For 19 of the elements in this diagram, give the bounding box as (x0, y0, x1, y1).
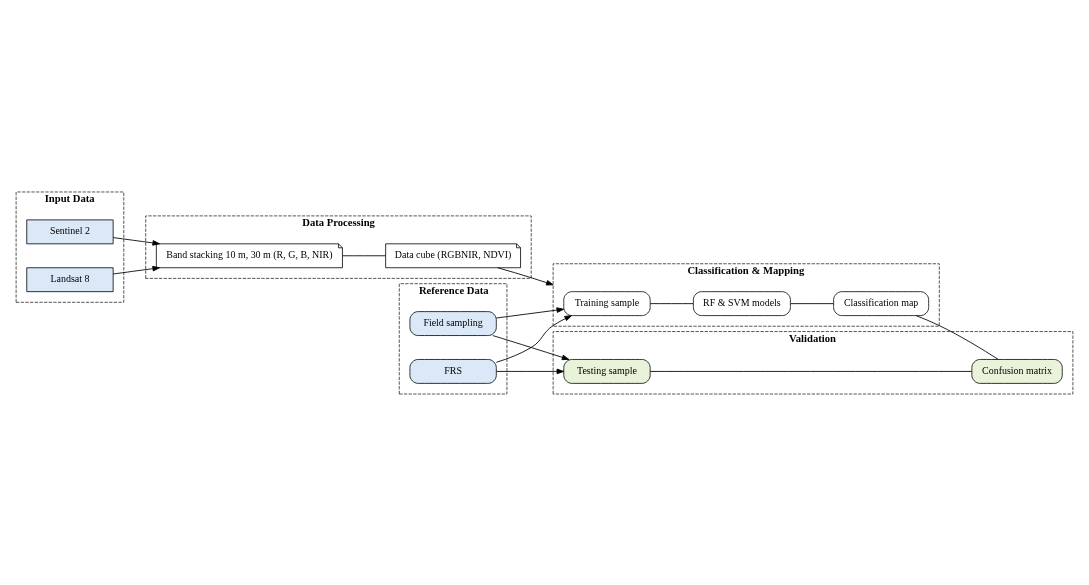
node-box: Testing sample (563, 358, 651, 384)
arrow (496, 306, 565, 318)
connector (649, 370, 973, 372)
node-box: Confusion matrix (971, 358, 1063, 384)
node-box: Sentinel 2 (26, 219, 114, 244)
connector (649, 302, 694, 304)
node-box: Classification map (833, 290, 930, 316)
node-box: FRS (409, 358, 497, 384)
node-box: Landsat 8 (26, 266, 114, 292)
arrow (112, 265, 160, 274)
arrow (495, 314, 572, 363)
connector (342, 254, 386, 256)
node-box: Field sampling (409, 310, 497, 336)
node-box: RF & SVM models (693, 290, 791, 316)
arrow (492, 334, 570, 360)
connector (790, 302, 834, 304)
arrow (496, 368, 565, 374)
node-box: Training sample (563, 290, 651, 316)
arrow (112, 236, 160, 246)
